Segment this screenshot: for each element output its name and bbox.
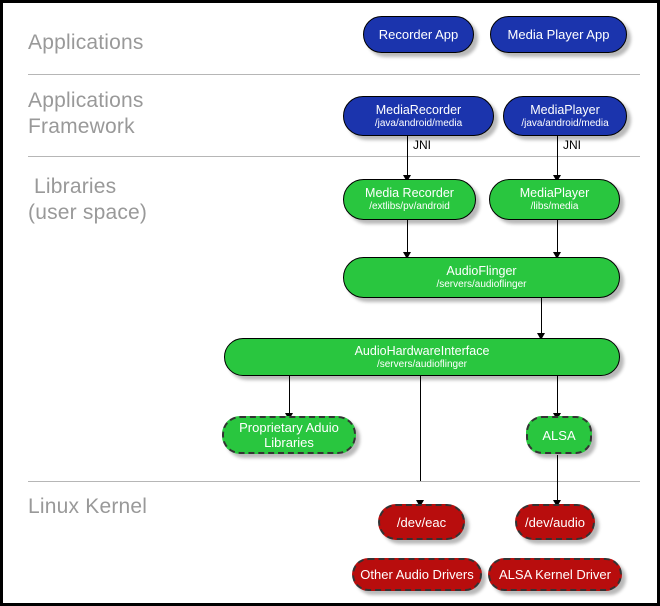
node-mediaplayer-framework-path: /java/android/media: [521, 117, 609, 129]
layer-label-applications: Applications: [28, 31, 144, 54]
diagram-frame-left: [0, 0, 3, 606]
connector-ahi-to-proprietary-libs: [289, 376, 290, 418]
connector-ahi-to-dev-eac: [420, 376, 421, 481]
arrowhead-mediarecorder-to-audioflinger: [403, 252, 411, 259]
connector-mediarecorder-jni: [407, 136, 408, 178]
node-mediarecorder-framework-title: MediaRecorder: [375, 102, 462, 117]
node-alsa-kernel-driver[interactable]: ALSA Kernel Driver: [488, 558, 622, 591]
edge-label-jni-left: JNI: [413, 138, 431, 152]
node-mediaplayer-lib-title: MediaPlayer: [519, 186, 590, 200]
connector-mediarecorder-to-audioflinger: [407, 220, 408, 257]
node-audiohardwareinterface[interactable]: AudioHardwareInterface /servers/audiofli…: [224, 338, 620, 376]
node-dev-eac-title: /dev/eac: [396, 514, 447, 530]
edge-label-jni-right: JNI: [563, 138, 581, 152]
connector-ahi-to-alsa: [557, 376, 558, 418]
node-dev-eac[interactable]: /dev/eac: [378, 504, 465, 540]
node-alsa[interactable]: ALSA: [526, 416, 592, 454]
node-mediaplayer-lib-path: /libs/media: [530, 201, 579, 212]
node-alsa-kernel-driver-title: ALSA Kernel Driver: [499, 567, 611, 582]
connector-mediaplayer-jni: [557, 136, 558, 178]
layer-label-libraries: Libraries (user space): [28, 175, 148, 224]
node-mediarecorder-framework[interactable]: MediaRecorder /java/android/media: [343, 96, 494, 136]
node-dev-audio-title: /dev/audio: [525, 514, 585, 530]
node-audioflinger[interactable]: AudioFlinger /servers/audioflinger: [343, 257, 620, 298]
diagram-frame-right: [657, 0, 660, 606]
diagram-frame-top: [0, 0, 660, 3]
divider-linux-kernel: [28, 481, 640, 482]
arrowhead-audioflinger-to-audiohardwareinterface: [537, 333, 545, 340]
connector-audioflinger-to-audiohardwareinterface: [541, 298, 542, 339]
arrowhead-mediaplayer-to-audioflinger: [553, 252, 561, 259]
node-mediaplayer-framework[interactable]: MediaPlayer /java/android/media: [503, 96, 627, 136]
layer-label-applications-framework: Applications Framework: [28, 89, 144, 138]
node-proprietary-audio-libraries[interactable]: Proprietary Aduio Libraries: [222, 416, 356, 454]
node-alsa-title: ALSA: [542, 427, 576, 443]
divider-applications: [28, 74, 640, 75]
node-media-recorder-lib-title: Media Recorder: [365, 186, 454, 200]
node-media-recorder-lib[interactable]: Media Recorder /extlibs/pv/android: [343, 179, 476, 220]
node-other-audio-drivers-title: Other Audio Drivers: [360, 567, 474, 582]
node-audioflinger-title: AudioFlinger: [446, 264, 517, 278]
node-proprietary-audio-libraries-title: Proprietary Aduio Libraries: [239, 420, 339, 450]
node-mediarecorder-framework-path: /java/android/media: [374, 117, 463, 129]
diagram-frame-bottom: [0, 603, 660, 606]
node-mediaplayer-lib[interactable]: MediaPlayer /libs/media: [489, 179, 620, 220]
node-recorder-app[interactable]: Recorder App: [363, 16, 474, 53]
node-mediaplayer-framework-title: MediaPlayer: [530, 102, 600, 117]
node-audiohardwareinterface-title: AudioHardwareInterface: [354, 343, 490, 358]
connector-mediaplayer-to-audioflinger: [557, 220, 558, 257]
divider-framework: [28, 156, 640, 157]
connector-alsa-to-dev-audio: [557, 455, 558, 504]
node-other-audio-drivers[interactable]: Other Audio Drivers: [352, 558, 482, 591]
layer-label-linux-kernel: Linux Kernel: [28, 495, 148, 518]
node-media-player-app-title: Media Player App: [507, 27, 610, 42]
node-media-recorder-lib-path: /extlibs/pv/android: [369, 201, 450, 212]
node-audiohardwareinterface-path: /servers/audioflinger: [376, 358, 468, 370]
node-recorder-app-title: Recorder App: [378, 27, 459, 42]
node-dev-audio[interactable]: /dev/audio: [515, 504, 595, 540]
node-audioflinger-path: /servers/audioflinger: [436, 279, 527, 290]
node-media-player-app[interactable]: Media Player App: [490, 16, 627, 53]
